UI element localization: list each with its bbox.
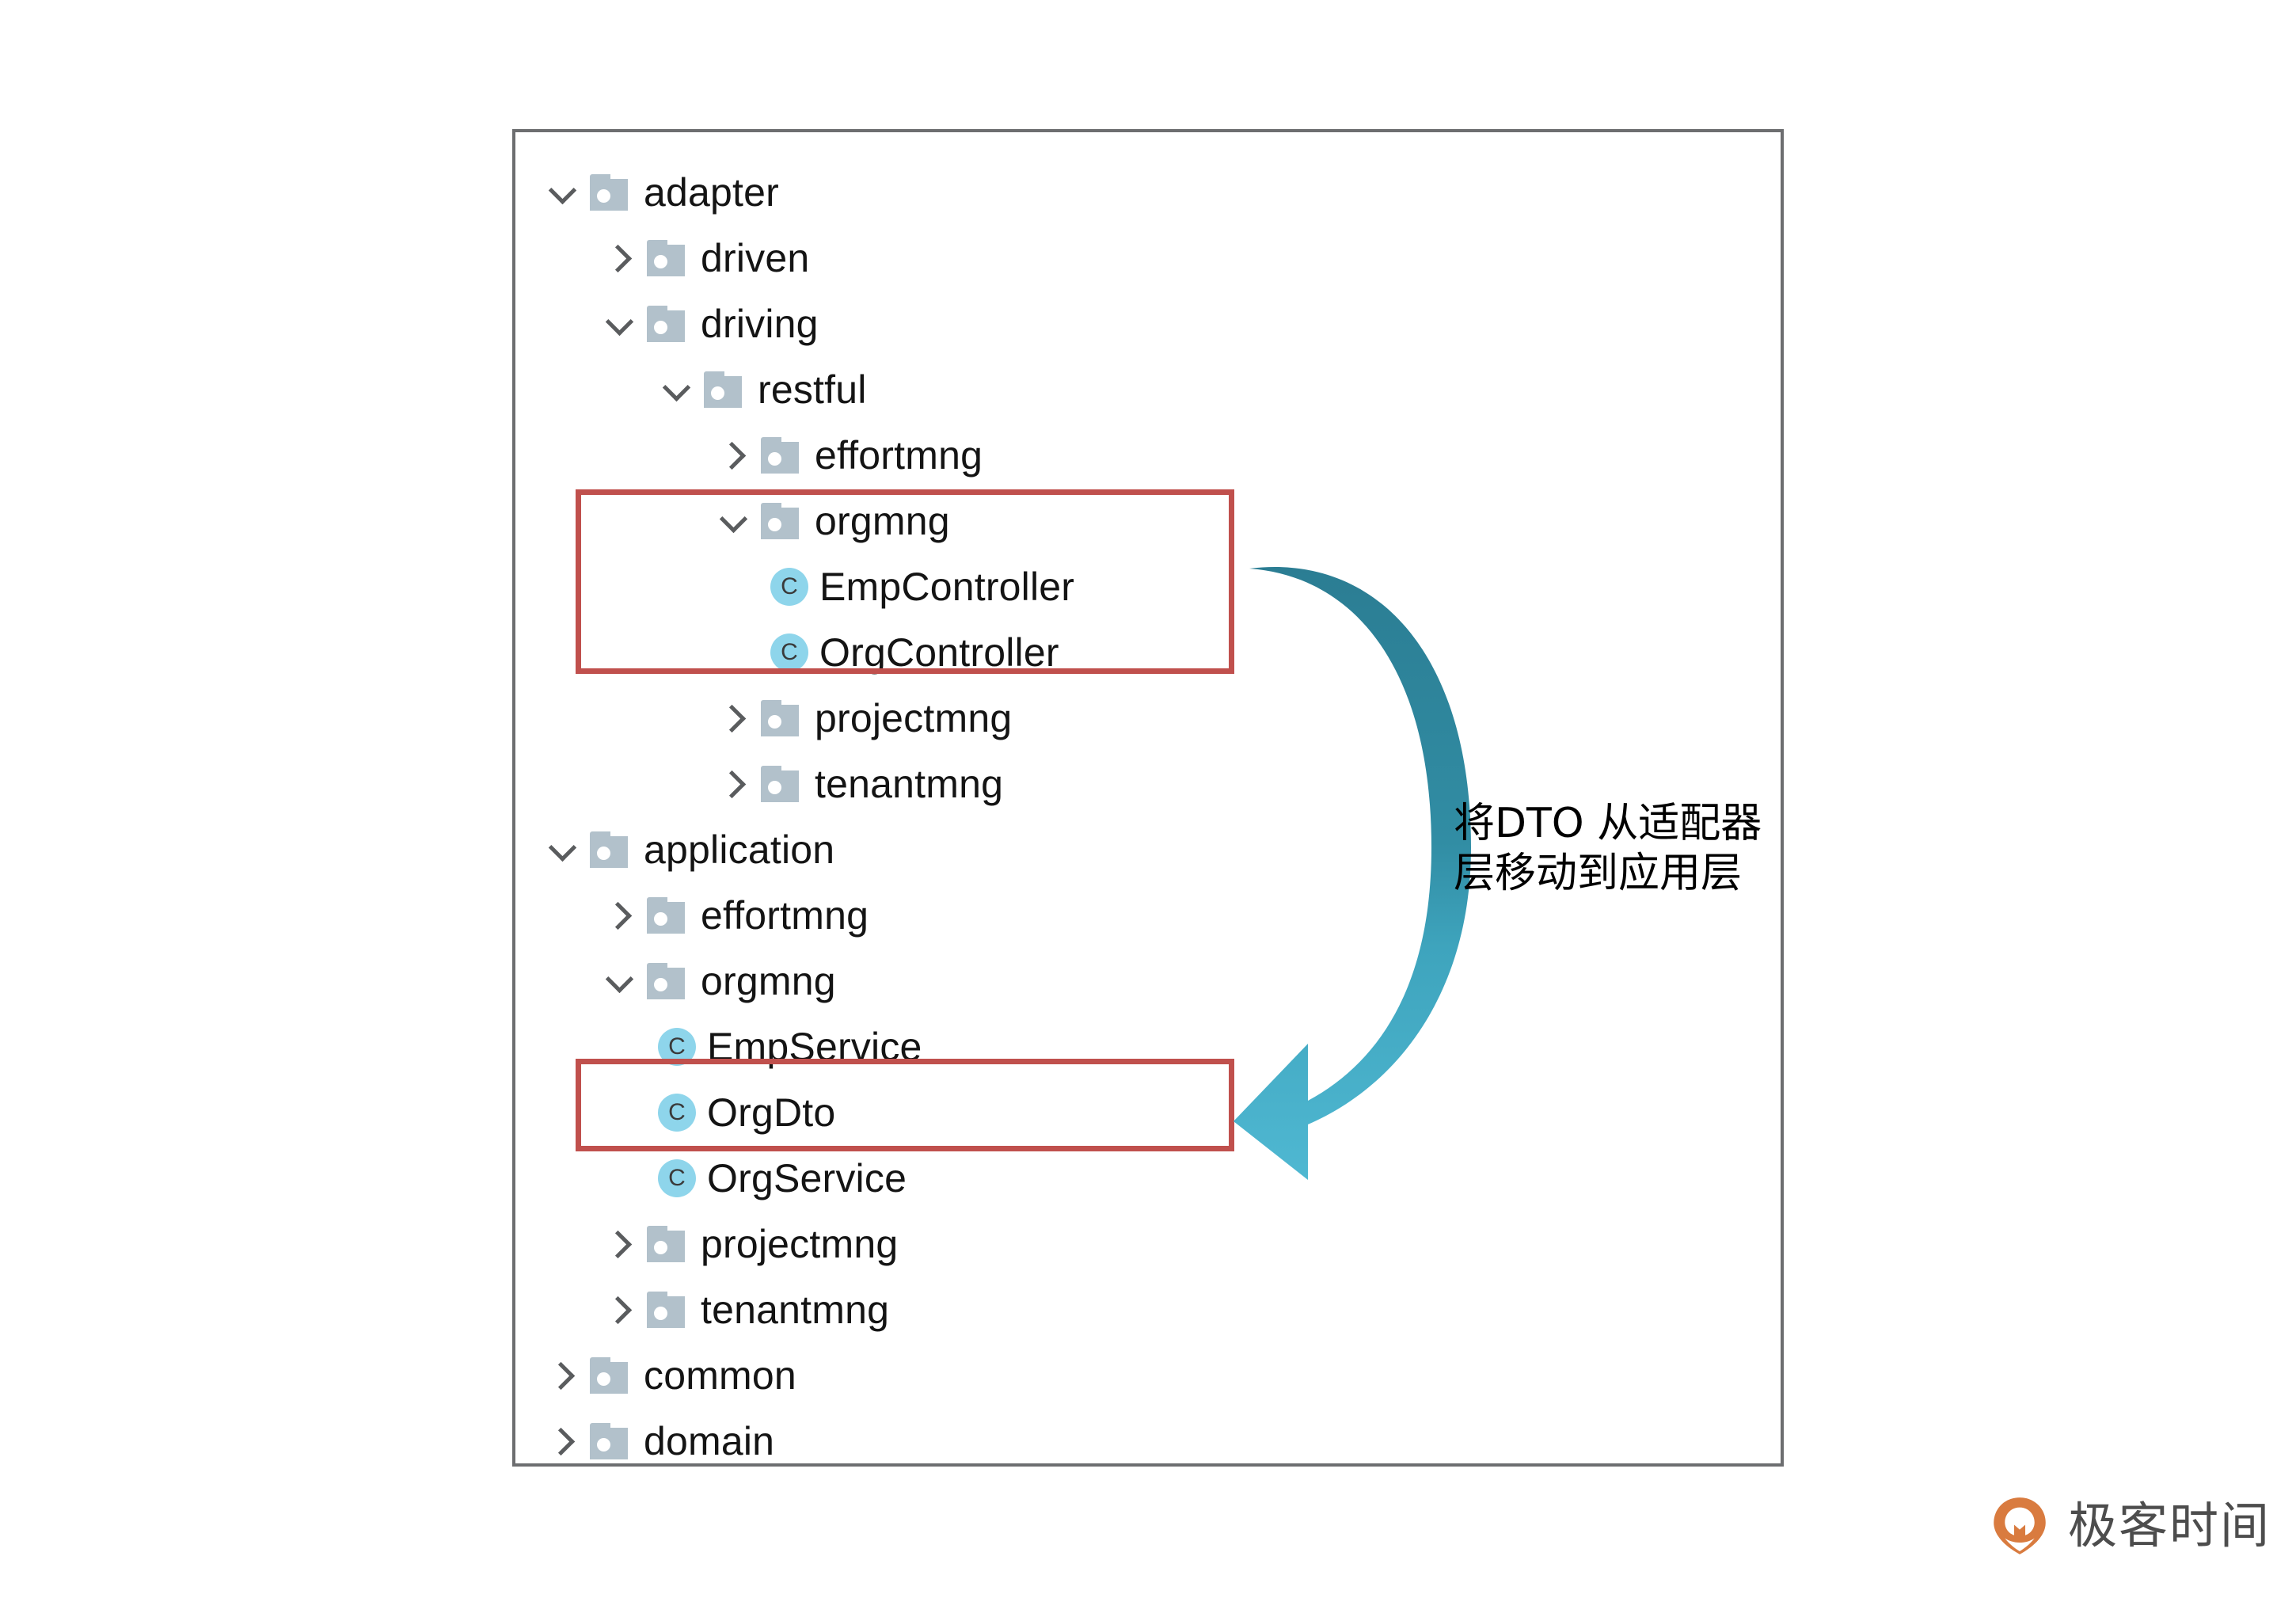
tree-node-label: adapter xyxy=(644,169,779,215)
tree-node-label: EmpService xyxy=(707,1024,922,1069)
tree-row[interactable]: application xyxy=(515,816,1781,882)
tree-node-label: tenantmng xyxy=(815,761,1004,806)
tree-node-label: common xyxy=(644,1353,796,1398)
folder-icon xyxy=(647,1225,688,1262)
class-icon: C xyxy=(658,1093,696,1132)
chevron-down-icon[interactable] xyxy=(601,304,641,344)
tree-node-label: EmpController xyxy=(819,564,1075,609)
folder-icon xyxy=(761,699,802,736)
chevron-down-icon[interactable] xyxy=(544,173,584,212)
tree-row[interactable]: domain xyxy=(515,1408,1781,1474)
chevron-right-icon[interactable] xyxy=(715,436,755,475)
tree-node-label: OrgDto xyxy=(707,1090,836,1135)
folder-icon xyxy=(590,1356,631,1394)
tree-node-label: effortmng xyxy=(701,892,869,938)
tree-row[interactable]: driven xyxy=(515,225,1781,291)
folder-icon xyxy=(761,765,802,802)
tree-node-label: orgmng xyxy=(815,498,950,543)
tree-node-label: OrgService xyxy=(707,1155,907,1200)
tree-row[interactable]: projectmng xyxy=(515,1211,1781,1276)
tree-row[interactable]: driving xyxy=(515,291,1781,356)
geektime-pin-icon xyxy=(1994,1497,2046,1554)
class-icon: C xyxy=(658,1159,696,1197)
folder-icon xyxy=(590,173,631,211)
project-tree-panel: adapter driven driving restful effortmng orgm… xyxy=(512,129,1784,1467)
tree-row[interactable]: C EmpController xyxy=(515,554,1781,619)
tree-node-label: driving xyxy=(701,301,819,346)
folder-icon xyxy=(761,502,802,539)
tree-row[interactable]: C OrgController xyxy=(515,619,1781,685)
folder-icon xyxy=(704,371,745,408)
chevron-right-icon[interactable] xyxy=(544,1356,584,1395)
tree-row[interactable]: C EmpService xyxy=(515,1014,1781,1079)
tree-node-label: tenantmng xyxy=(701,1287,890,1332)
folder-icon xyxy=(761,436,802,474)
tree-node-label: application xyxy=(644,827,835,872)
annotation-line-2: 层移动到应用层 xyxy=(1454,850,1743,898)
class-icon: C xyxy=(770,567,808,606)
tree-row[interactable]: effortmng xyxy=(515,882,1781,948)
chevron-right-icon[interactable] xyxy=(544,1421,584,1461)
folder-icon xyxy=(647,239,688,276)
class-icon: C xyxy=(658,1027,696,1066)
tree-row[interactable]: adapter xyxy=(515,159,1781,225)
chevron-right-icon[interactable] xyxy=(601,238,641,278)
arrow-shape xyxy=(1234,566,1471,1180)
folder-icon xyxy=(647,1291,688,1328)
chevron-right-icon[interactable] xyxy=(601,1290,641,1330)
chevron-right-icon[interactable] xyxy=(601,896,641,935)
tree-node-label: orgmng xyxy=(701,958,836,1003)
tree-row[interactable]: C OrgDto xyxy=(515,1079,1781,1145)
tree-row[interactable]: tenantmng xyxy=(515,751,1781,816)
tree-node-label: projectmng xyxy=(701,1221,899,1266)
curved-move-arrow-icon xyxy=(1234,566,1471,1180)
tree-row[interactable]: common xyxy=(515,1342,1781,1408)
project-tree-list: adapter driven driving restful effortmng orgm… xyxy=(515,159,1781,1474)
folder-icon xyxy=(647,896,688,934)
chevron-right-icon[interactable] xyxy=(715,698,755,738)
tree-node-label: projectmng xyxy=(815,695,1013,740)
brand-logo: 极客时间 xyxy=(1989,1495,2271,1557)
tree-node-label: effortmng xyxy=(815,432,983,477)
tree-row[interactable]: tenantmng xyxy=(515,1276,1781,1342)
chevron-right-icon[interactable] xyxy=(601,1224,641,1264)
folder-icon xyxy=(590,1422,631,1459)
folder-icon xyxy=(590,831,631,868)
chevron-right-icon[interactable] xyxy=(715,764,755,804)
class-icon: C xyxy=(770,633,808,672)
tree-row[interactable]: projectmng xyxy=(515,685,1781,751)
annotation-line-1: 将DTO 从适配器 xyxy=(1454,800,1762,847)
chevron-down-icon[interactable] xyxy=(601,961,641,1001)
chevron-down-icon[interactable] xyxy=(544,830,584,869)
tree-node-label: OrgController xyxy=(819,630,1059,675)
tree-row[interactable]: orgmng xyxy=(515,488,1781,554)
tree-row[interactable]: restful xyxy=(515,356,1781,422)
tree-node-label: driven xyxy=(701,235,810,280)
chevron-down-icon[interactable] xyxy=(658,370,698,409)
tree-node-label: restful xyxy=(758,367,867,412)
folder-icon xyxy=(647,962,688,999)
annotation-text: 将DTO 从适配器 层移动到应用层 xyxy=(1454,799,1786,900)
tree-row[interactable]: effortmng xyxy=(515,422,1781,488)
tree-node-label: domain xyxy=(644,1418,775,1463)
tree-row[interactable]: C OrgService xyxy=(515,1145,1781,1211)
brand-name: 极客时间 xyxy=(2068,1497,2271,1554)
folder-icon xyxy=(647,305,688,342)
tree-row[interactable]: orgmng xyxy=(515,948,1781,1014)
chevron-down-icon[interactable] xyxy=(715,501,755,541)
